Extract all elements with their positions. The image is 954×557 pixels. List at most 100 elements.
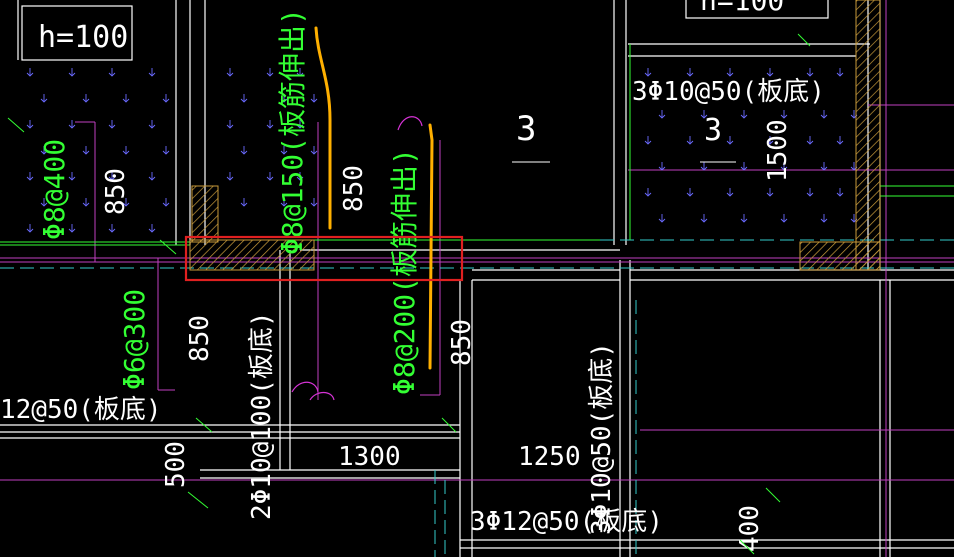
rebar-label-12-50-left: 12@50(板底) (0, 395, 162, 425)
slab-load-arrow (40, 94, 48, 103)
slab-load-arrow (644, 136, 652, 145)
slab-load-arrow (310, 94, 318, 103)
slab-load-arrow (726, 188, 734, 197)
slab-load-arrow (26, 224, 34, 233)
slab-thickness-left: h=100 (38, 20, 128, 55)
slab-load-arrow (148, 120, 156, 129)
slab-load-arrow (644, 188, 652, 197)
slab-load-arrow (310, 146, 318, 155)
slab-load-arrow (686, 136, 694, 145)
slab-load-arrow (68, 224, 76, 233)
slab-load-arrow (310, 198, 318, 207)
dimension-850-b: 850 (339, 165, 369, 212)
slab-load-arrow (700, 214, 708, 223)
highlight-markup (314, 26, 434, 370)
dimension-850-a: 850 (101, 168, 131, 215)
slab-load-arrow (26, 68, 34, 77)
slab-load-arrow (726, 68, 734, 77)
slab-load-arrow (240, 94, 248, 103)
slab-load-arrow (148, 172, 156, 181)
dimension-500: 500 (161, 441, 191, 488)
slab-thickness-right: h=100 (700, 0, 784, 17)
slab-load-arrow (644, 68, 652, 77)
slab-load-arrow (68, 172, 76, 181)
slab-load-arrow (226, 68, 234, 77)
slab-load-arrow (740, 110, 748, 119)
selection-rectangle[interactable] (184, 235, 464, 282)
slab-load-arrow (836, 136, 844, 145)
slab-load-arrow (108, 224, 116, 233)
slab-load-arrow (82, 94, 90, 103)
slab-load-arrow (68, 68, 76, 77)
rebar-label-3phi12-50: 3Φ12@50(板底) (470, 507, 663, 537)
rebar-label-phi8-400: Φ8@400 (38, 139, 71, 240)
dimension-ticks (7, 33, 811, 555)
slab-load-arrow (266, 68, 274, 77)
slab-load-arrow (700, 110, 708, 119)
slab-load-arrow (280, 198, 288, 207)
slab-load-arrow (40, 198, 48, 207)
slab-load-arrow (806, 68, 814, 77)
slab-load-arrow (280, 146, 288, 155)
dimension-1250: 1250 (518, 442, 581, 472)
slab-load-arrow (686, 68, 694, 77)
slab-load-arrow (658, 110, 666, 119)
slab-load-arrow (296, 172, 304, 181)
slab-load-arrow (226, 172, 234, 181)
slab-load-arrow (780, 110, 788, 119)
slab-load-arrow (820, 110, 828, 119)
slab-load-arrow (780, 162, 788, 171)
slab-load-arrow (280, 94, 288, 103)
slab-thickness-box-right[interactable]: h=100 (685, 0, 829, 19)
hatched-walls (189, 0, 881, 271)
dimension-850-d: 850 (447, 319, 477, 366)
slab-load-arrow (806, 188, 814, 197)
slab-arrows-right (644, 68, 858, 223)
slab-load-arrow (162, 94, 170, 103)
slab-load-arrow (162, 198, 170, 207)
slab-load-arrow (836, 68, 844, 77)
slab-load-arrow (148, 68, 156, 77)
slab-load-arrow (122, 146, 130, 155)
slab-load-arrow (766, 188, 774, 197)
slab-number-a: 3 (516, 109, 536, 149)
slab-load-arrow (726, 136, 734, 145)
slab-load-arrow (108, 120, 116, 129)
slab-thickness-box-left[interactable]: h=100 (21, 5, 133, 61)
slab-load-arrow (68, 120, 76, 129)
rebar-lines-green (0, 44, 954, 246)
slab-load-arrow (658, 162, 666, 171)
dimension-400: 400 (735, 505, 765, 552)
slab-arrows-left (26, 68, 318, 233)
slab-load-arrow (700, 162, 708, 171)
slab-load-arrow (820, 214, 828, 223)
slab-load-arrow (162, 146, 170, 155)
slab-load-arrow (26, 172, 34, 181)
rebar-label-phi6-300: Φ6@300 (118, 289, 151, 390)
slab-number-b: 3 (704, 113, 722, 148)
axis-lines-cyan (0, 239, 954, 557)
rebar-label-3phi10-50-top: 3Φ10@50(板底) (632, 77, 825, 107)
slab-load-arrow (26, 120, 34, 129)
rebar-hooks (291, 116, 423, 401)
dimension-1500: 1500 (763, 119, 793, 182)
dimension-1300: 1300 (338, 442, 401, 472)
slab-load-arrow (820, 162, 828, 171)
slab-load-arrow (740, 162, 748, 171)
slab-load-arrow (296, 120, 304, 129)
slab-load-arrow (296, 68, 304, 77)
slab-load-arrow (766, 68, 774, 77)
slab-load-arrow (740, 214, 748, 223)
rebar-label-phi8-200: Φ8@200(板筋伸出) (388, 148, 421, 395)
slab-load-arrow (108, 68, 116, 77)
slab-load-arrow (780, 214, 788, 223)
rebar-label-3phi10-50-vertical: 3Φ10@50(板底) (587, 342, 617, 535)
slab-load-arrow (766, 136, 774, 145)
slab-load-arrow (686, 188, 694, 197)
slab-load-arrow (836, 188, 844, 197)
slab-load-arrow (266, 120, 274, 129)
dimension-850-c: 850 (185, 315, 215, 362)
